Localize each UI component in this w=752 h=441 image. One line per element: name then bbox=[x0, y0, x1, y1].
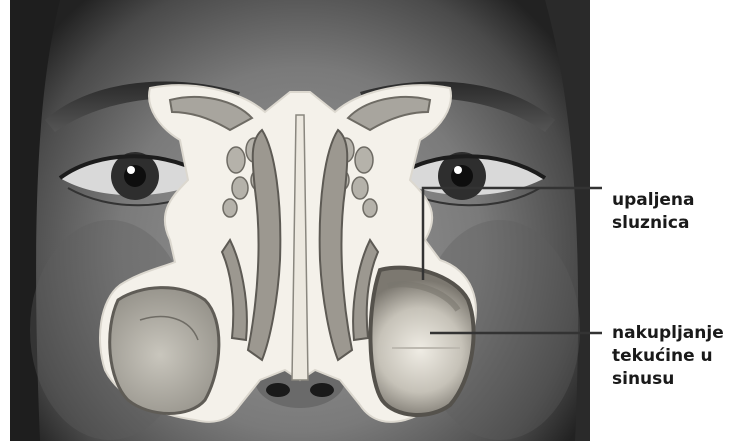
label-fluid-line-2: tekućine u bbox=[612, 345, 724, 368]
label-fluid-line-1: nakupljanje bbox=[612, 322, 724, 345]
label-inflamed-mucosa: upaljena sluznica bbox=[612, 189, 695, 235]
label-fluid-in-sinus: nakupljanje tekućine u sinusu bbox=[612, 322, 724, 391]
label-fluid-line-3: sinusu bbox=[612, 368, 724, 391]
label-inflamed-mucosa-line-2: sluznica bbox=[612, 212, 695, 235]
label-inflamed-mucosa-line-1: upaljena bbox=[612, 189, 695, 212]
